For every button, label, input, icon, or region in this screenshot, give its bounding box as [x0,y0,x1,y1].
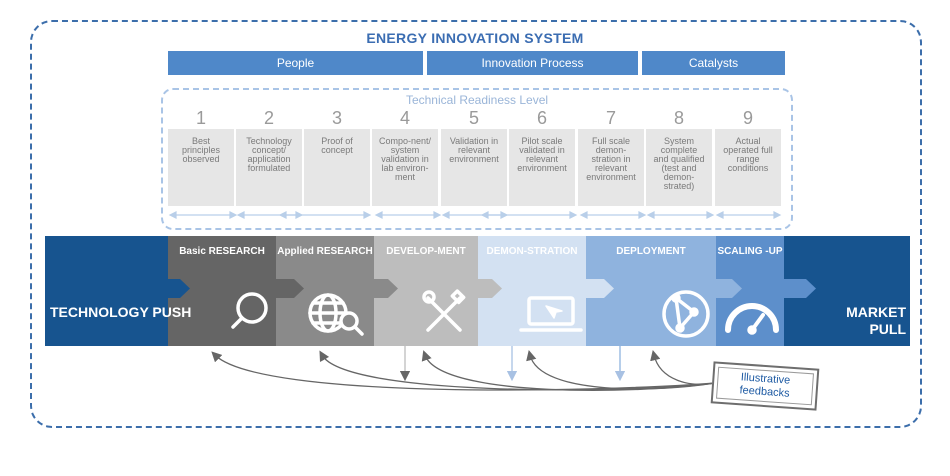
flow-chevron [690,279,742,298]
trl-range-arrow [579,211,647,219]
trl-range-arrow [715,211,782,219]
trl-level-number: 3 [331,108,342,128]
trl-level-number: 1 [195,108,206,128]
bar-innovation-process: Innovation Process [427,51,638,75]
stage-label: DEVELOP-MENT [386,246,466,257]
trl-level-number: 8 [673,108,684,128]
trl-level-description: Best principles observed [181,136,221,164]
trl-level-cell: Validation in relevant environment [441,129,507,206]
stage-label: SCALING -UP [717,246,783,257]
trl-level-description: Technology concept/ application formulat… [246,136,292,173]
trl-range-arrow [374,211,442,219]
flow-chevron [352,279,398,298]
trl-range-arrow [168,211,238,219]
trl-frame [161,88,793,230]
illustrative-feedbacks-box: Illustrative feedbacks [710,361,820,411]
trl-level-cell: Full scale demon-stration in relevant en… [578,129,644,206]
market-pull-label: MARKET PULL [836,304,906,338]
magnifier-icon [231,292,268,329]
system-boundary [30,20,922,428]
trl-level-description: Full scale demon-stration in relevant en… [586,136,636,182]
trl-level-number: 6 [536,108,547,128]
trl-level-description: System complete and qualified (test and … [653,136,705,191]
trl-level-number: 7 [605,108,616,128]
trl-level-number: 4 [399,108,410,128]
trl-level-cell: Pilot scale validated in relevant enviro… [509,129,575,206]
flow-chevron [452,279,502,298]
flow-chevron [138,279,190,298]
trl-level-cell: Proof of concept [304,129,370,206]
market-pull-text: MARKET PULL [846,304,906,337]
trl-title: Technical Readiness Level [405,93,549,107]
diagram-title: ENERGY INNOVATION SYSTEM [366,30,584,46]
trl-level-cell: Technology concept/ application formulat… [236,129,302,206]
trl-level-cell: System complete and qualified (test and … [646,129,712,206]
trl-level-description: Proof of concept [321,136,353,155]
trl-range-arrow [646,211,715,219]
flow-chevron [560,279,614,298]
trl-level-description: Actual operated full range conditions [723,136,773,173]
trl-level-cell: Best principles observed [168,129,234,206]
stage-label: Basic RESEARCH [179,246,265,257]
tools-icon [422,289,466,332]
stage-label: DEPLOYMENT [616,246,686,257]
trl-level-cell: Compo-nent/ system validation in lab env… [372,129,438,206]
trl-level-description: Compo-nent/ system validation in lab env… [378,136,432,182]
trl-level-number: 5 [468,108,479,128]
globe-search-icon [308,293,364,336]
trl-level-number: 9 [742,108,753,128]
technology-push-label: TECHNOLOGY PUSH [50,304,191,321]
technology-push-text: TECHNOLOGY PUSH [50,304,192,320]
bar-catalysts: Catalysts [642,51,785,75]
network-icon [662,290,710,338]
flow-chevron [250,279,304,298]
gauge-icon [725,303,779,335]
trl-range-arrow [480,211,578,219]
trl-level-number: 2 [263,108,274,128]
feedbacks-inner-frame [716,366,814,406]
trl-range-arrow [278,211,372,219]
stage-label: Applied RESEARCH [277,246,373,257]
bar-people: People [168,51,423,75]
trl-level-description: Validation in relevant environment [449,136,499,164]
trl-level-cell: Actual operated full range conditions [715,129,781,206]
trl-level-description: Pilot scale validated in relevant enviro… [517,136,567,173]
flow-chevron [772,279,816,298]
laptop-icon [519,296,583,332]
stage-label: DEMON-STRATION [486,246,578,257]
